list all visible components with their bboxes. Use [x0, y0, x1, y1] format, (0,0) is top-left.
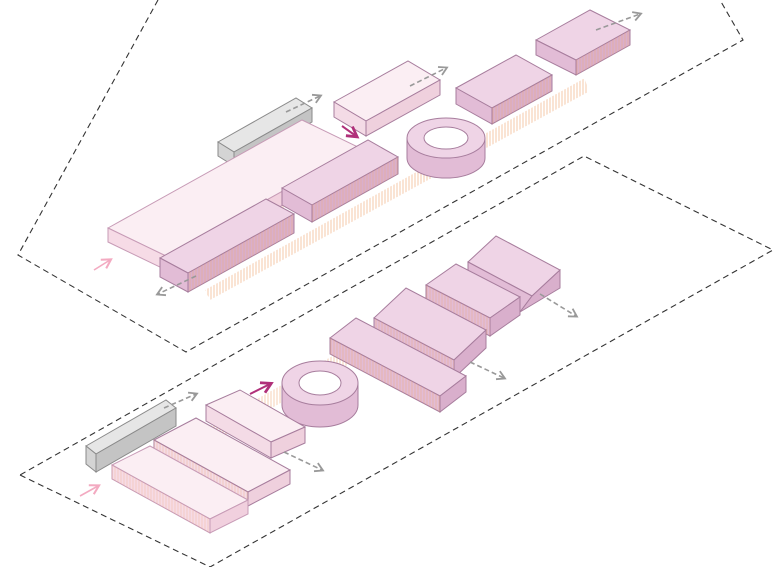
extension-arrow-icon — [285, 93, 323, 113]
main-flow-arrow-icon — [341, 125, 356, 136]
main-flow-arrow-icon — [249, 384, 270, 395]
lower-stepped-block-1 — [329, 317, 467, 414]
upper-ring-pavilion — [406, 117, 486, 179]
lower-site — [18, 155, 774, 567]
upper-middle-block — [280, 139, 400, 223]
extension-arrow-icon — [539, 293, 579, 318]
extension-arrow-icon — [155, 275, 197, 297]
entry-arrow-icon — [93, 258, 113, 271]
upper-far-right-block — [534, 9, 632, 76]
lower-back-block — [204, 389, 307, 459]
extension-arrow-icon — [409, 66, 449, 87]
extension-arrow-icon — [283, 451, 325, 473]
extension-arrow-icon — [469, 361, 507, 381]
lower-gray-slab — [85, 399, 177, 474]
upper-front-left-block — [158, 198, 296, 293]
upper-site-boundary — [17, 0, 744, 353]
upper-hatch-spine — [205, 78, 588, 300]
lower-ring-pavilion — [281, 360, 359, 428]
lower-site-boundary — [18, 155, 774, 567]
upper-site — [17, 0, 744, 353]
extension-arrow-icon — [163, 391, 199, 409]
upper-right-block — [454, 54, 554, 125]
entry-arrow-icon — [79, 484, 101, 497]
upper-top-left-block — [332, 60, 442, 137]
lower-front-block — [110, 445, 250, 534]
